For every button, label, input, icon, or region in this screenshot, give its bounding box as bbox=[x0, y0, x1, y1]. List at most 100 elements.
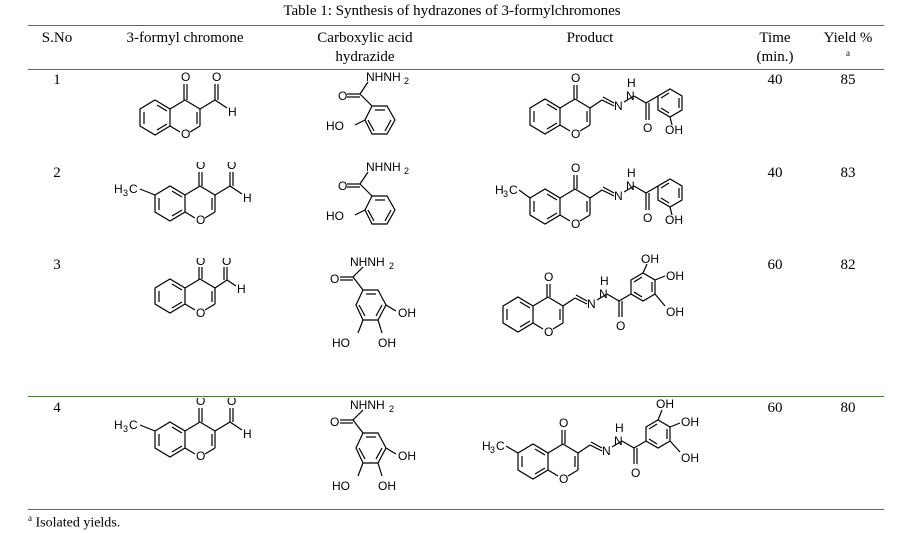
table-caption: Table 1: Synthesis of hydrazones of 3-fo… bbox=[283, 3, 621, 19]
product-amide-o: O bbox=[643, 121, 652, 135]
row-3-time: 60 bbox=[767, 257, 783, 273]
product-n1: N bbox=[587, 297, 596, 311]
header-hydrazide: Carboxylic acid hydrazide bbox=[290, 29, 440, 67]
product-ring-o: O bbox=[571, 127, 580, 141]
product-nh-h: H bbox=[600, 274, 609, 288]
chromone-cho-o: O bbox=[227, 398, 236, 408]
row-2-sno: 2 bbox=[53, 165, 61, 181]
product-keto-o: O bbox=[559, 416, 568, 430]
chromone-cho-h: H bbox=[237, 282, 246, 296]
product-nh-h: H bbox=[627, 76, 636, 90]
product-n1: N bbox=[614, 99, 623, 113]
header-time: Time (min.) bbox=[745, 29, 805, 67]
table-bottom-rule bbox=[28, 509, 884, 510]
header-hydrazide-line2: hydrazide bbox=[335, 49, 395, 65]
hydrazide-nhnh: NHNH bbox=[350, 255, 385, 269]
chromone-keto-o: O bbox=[196, 162, 205, 172]
product-ring-o: O bbox=[544, 325, 553, 339]
methyl-c: C bbox=[129, 418, 138, 432]
row-4-time: 60 bbox=[767, 400, 783, 416]
header-chromone: 3-formyl chromone bbox=[126, 30, 244, 46]
table-footnote: a Isolated yields. bbox=[28, 513, 120, 532]
footnote-mark: a bbox=[28, 513, 32, 523]
hydrazide-oh-para: OH bbox=[398, 449, 416, 463]
row-3-hydrazide-structure: NHNH 2 O OH HO OH bbox=[330, 255, 416, 350]
product-oh-mid: OH bbox=[666, 269, 684, 283]
product-ring-o: O bbox=[571, 217, 580, 231]
methyl-c: C bbox=[509, 183, 518, 197]
methyl-c: C bbox=[129, 182, 138, 196]
row-4-chromone-structure: H 3 C O O O H bbox=[114, 398, 252, 463]
row-1-product-structure: O O N N H O OH bbox=[529, 71, 683, 141]
row-2-time: 40 bbox=[767, 165, 783, 181]
chromone-cho-o: O bbox=[222, 258, 231, 268]
methyl-sub: 3 bbox=[123, 188, 128, 198]
header-time-line2: (min.) bbox=[756, 49, 794, 65]
hydrazide-o: O bbox=[338, 89, 347, 103]
product-n2: N bbox=[626, 89, 635, 103]
methyl-h: H bbox=[114, 182, 123, 196]
row-3-sno: 3 bbox=[53, 257, 61, 273]
hydrazide-ho: HO bbox=[332, 479, 350, 493]
hydrazide-ho: HO bbox=[332, 336, 350, 350]
hydrazide-ho: HO bbox=[326, 119, 344, 133]
hydrazide-nhnh: NHNH bbox=[366, 70, 401, 84]
header-yield-label: Yield % bbox=[823, 30, 873, 46]
hydrazide-o: O bbox=[338, 179, 347, 193]
row-4-sno: 4 bbox=[53, 400, 61, 416]
chromone-ring-o: O bbox=[181, 127, 190, 141]
hydrazide-o: O bbox=[330, 415, 339, 429]
product-amide-o: O bbox=[616, 319, 625, 333]
methyl-c: C bbox=[496, 439, 505, 453]
product-ring-o: O bbox=[559, 472, 568, 486]
product-n2: N bbox=[626, 179, 635, 193]
methyl-h: H bbox=[482, 439, 491, 453]
product-keto-o: O bbox=[544, 270, 553, 284]
product-oh-low: OH bbox=[681, 451, 699, 465]
header-yield-note-mark: a bbox=[846, 48, 850, 58]
hydrazide-nhnh-sub: 2 bbox=[404, 76, 409, 86]
row-3-chromone-structure: O O O H bbox=[154, 258, 246, 320]
chromone-ring-o: O bbox=[196, 213, 205, 227]
hydrazide-oh-para: OH bbox=[398, 306, 416, 320]
chromone-cho-h: H bbox=[243, 427, 252, 441]
chromone-ring-o: O bbox=[196, 449, 205, 463]
methyl-h: H bbox=[495, 183, 504, 197]
row-1-hydrazide-structure: NHNH 2 O HO bbox=[326, 70, 409, 135]
product-n1: N bbox=[602, 444, 611, 458]
row-2-hydrazide-structure: NHNH 2 O HO bbox=[326, 160, 409, 225]
header-hydrazide-line1: Carboxylic acid bbox=[317, 30, 413, 46]
row-1-sno: 1 bbox=[53, 72, 61, 88]
hydrazide-nhnh: NHNH bbox=[366, 160, 401, 174]
row-3-product-structure: O O N N H O OH OH OH bbox=[502, 254, 684, 339]
product-oh: OH bbox=[665, 123, 683, 137]
product-nh-h: H bbox=[627, 166, 636, 180]
product-oh-top: OH bbox=[656, 397, 674, 411]
product-amide-o: O bbox=[631, 466, 640, 480]
chromone-keto-o: O bbox=[181, 70, 190, 84]
chromone-keto-o: O bbox=[196, 258, 205, 268]
chromone-cho-o: O bbox=[227, 162, 236, 172]
row-divider-3 bbox=[28, 396, 884, 397]
row-2-chromone-structure: H 3 C O O O H bbox=[114, 162, 252, 227]
header-sno: S.No bbox=[41, 30, 73, 46]
product-oh: OH bbox=[665, 213, 683, 227]
row-1-yield: 85 bbox=[840, 72, 856, 88]
methyl-h: H bbox=[114, 418, 123, 432]
hydrazide-nhnh-sub: 2 bbox=[389, 404, 394, 414]
product-oh-low: OH bbox=[666, 305, 684, 319]
table-top-rule bbox=[28, 25, 884, 26]
hydrazide-nhnh-sub: 2 bbox=[389, 261, 394, 271]
chromone-cho-h: H bbox=[243, 191, 252, 205]
row-1-time: 40 bbox=[767, 72, 783, 88]
hydrazide-nhnh: NHNH bbox=[350, 398, 385, 412]
product-oh-mid: OH bbox=[681, 415, 699, 429]
row-2-yield: 83 bbox=[840, 165, 856, 181]
product-oh-top: OH bbox=[641, 254, 659, 266]
chromone-cho-o: O bbox=[212, 70, 221, 84]
chromone-keto-o: O bbox=[196, 398, 205, 408]
header-time-line1: Time bbox=[759, 30, 791, 46]
product-keto-o: O bbox=[571, 71, 580, 85]
header-product: Product bbox=[566, 30, 614, 46]
hydrazide-oh-meta: OH bbox=[378, 479, 396, 493]
